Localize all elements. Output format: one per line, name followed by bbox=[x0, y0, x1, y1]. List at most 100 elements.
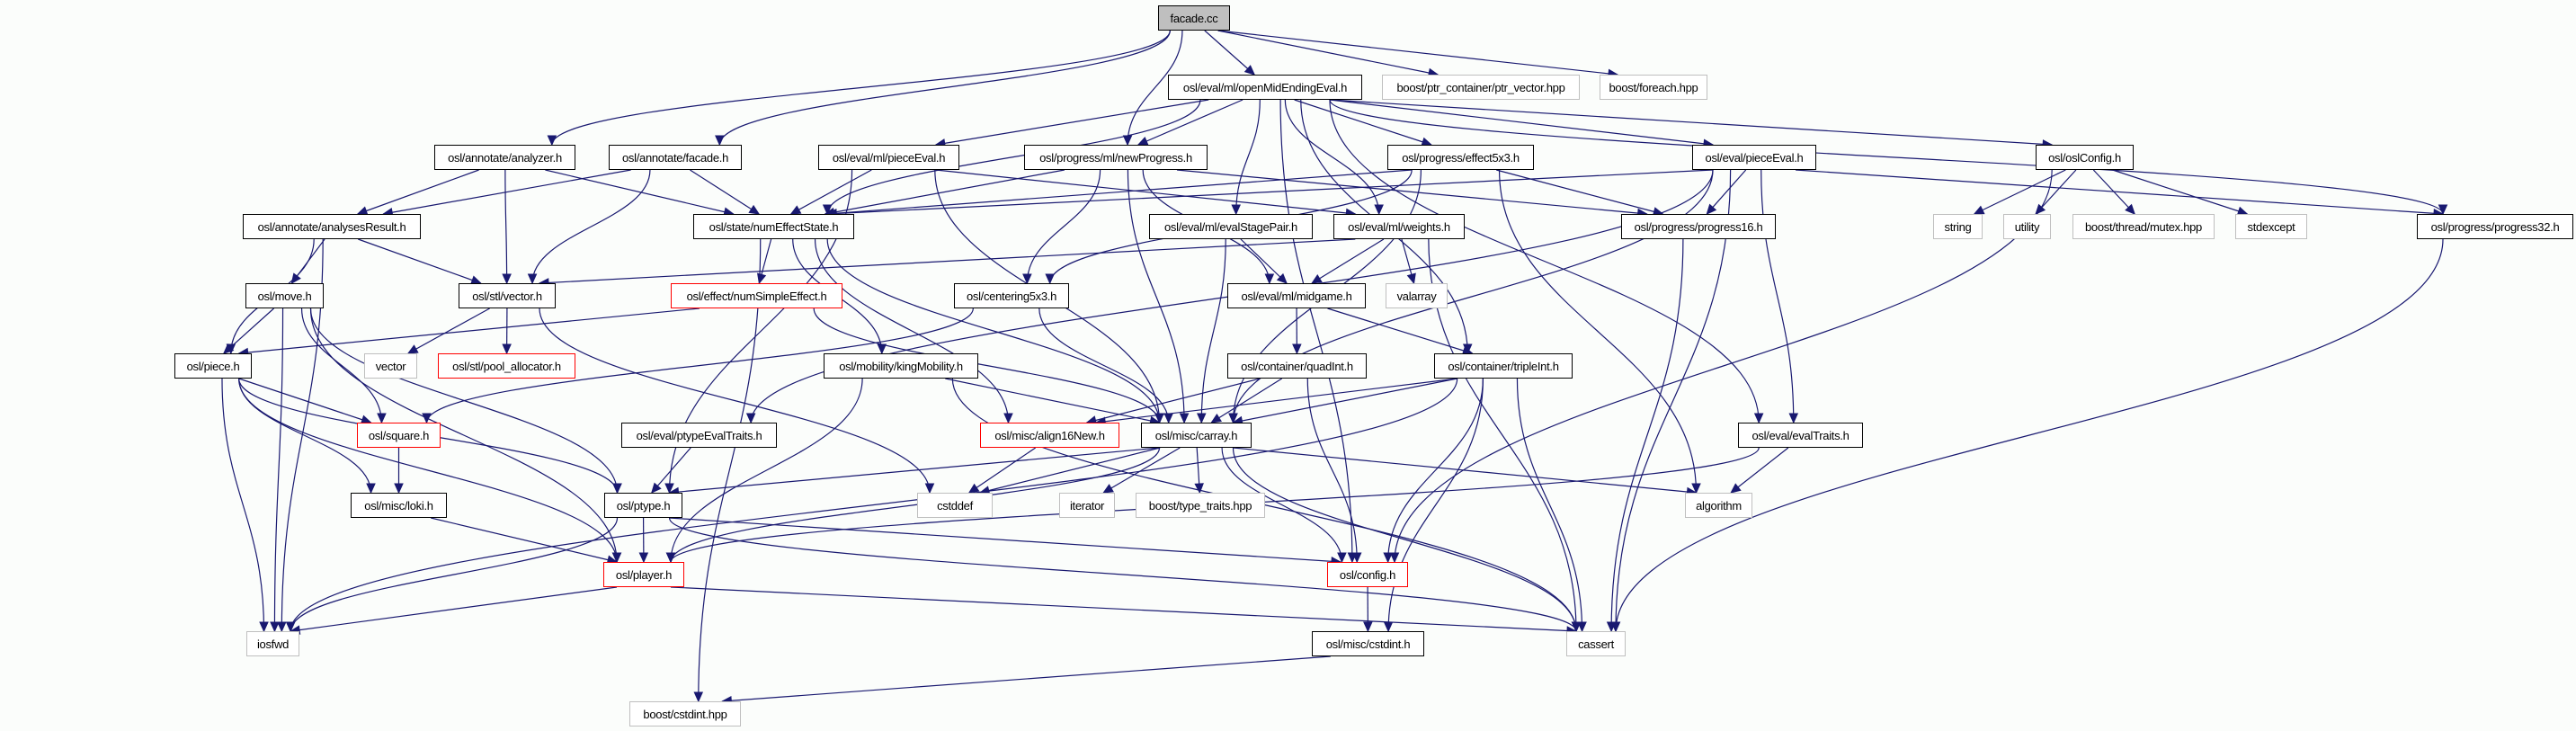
edge-pieceEval-to-progress16 bbox=[1706, 169, 1747, 215]
node-align16new[interactable]: osl/misc/align16New.h bbox=[980, 423, 1119, 448]
node-osl-config[interactable]: osl/oslConfig.h bbox=[2036, 145, 2134, 170]
node-centering5x3[interactable]: osl/centering5x3.h bbox=[954, 283, 1069, 308]
edge-newProgress-to-progress16 bbox=[1176, 169, 1647, 215]
arrowhead-facade_cc-to-analyzer bbox=[547, 135, 557, 147]
node-carray[interactable]: osl/misc/carray.h bbox=[1141, 423, 1252, 448]
edge-pieceEval-to-numEffectState bbox=[827, 169, 1714, 215]
edge-analysesResult-to-stlVector bbox=[358, 238, 481, 284]
edge-piece-to-square bbox=[238, 378, 371, 423]
edge-ptypeEvalTraits-to-ptype bbox=[651, 447, 691, 494]
edge-carray-to-algorithm bbox=[1233, 447, 1697, 494]
node-ptype-eval-traits[interactable]: osl/eval/ptypeEvalTraits.h bbox=[621, 423, 777, 448]
node-effect5x3[interactable]: osl/progress/effect5x3.h bbox=[1387, 145, 1534, 170]
edge-centering5x3-to-square bbox=[425, 308, 974, 423]
edge-carray-to-cassert bbox=[1232, 447, 1577, 632]
node-player[interactable]: osl/player.h bbox=[603, 562, 684, 587]
edge-centering5x3-to-carray bbox=[1038, 308, 1170, 423]
node-facade-cc[interactable]: facade.cc bbox=[1158, 5, 1230, 31]
edge-facade_cc-to-openMid bbox=[1204, 30, 1255, 76]
edge-quadInt-to-config bbox=[1306, 378, 1358, 563]
node-num-effect-state[interactable]: osl/state/numEffectState.h bbox=[693, 214, 854, 239]
arrowhead-pieceEval-to-evalTraits bbox=[1788, 413, 1799, 424]
arrowhead-numEffectState-to-boostCstdint bbox=[693, 691, 704, 703]
edge-afacade-to-analysesResult bbox=[383, 169, 631, 215]
node-move[interactable]: osl/move.h bbox=[245, 283, 324, 308]
node-analyses-result[interactable]: osl/annotate/analysesResult.h bbox=[243, 214, 421, 239]
edge-effect5x3-to-algorithm bbox=[1498, 169, 1698, 494]
arrowhead-oslConfig-to-string bbox=[1973, 205, 1985, 215]
edge-ptype-to-iosfwd bbox=[290, 517, 619, 632]
edge-afacade-to-numEffectState bbox=[690, 169, 760, 215]
node-analyzer[interactable]: osl/annotate/analyzer.h bbox=[434, 145, 575, 170]
edge-tripleInt-to-align16New bbox=[1096, 378, 1457, 423]
arrowhead-carray-to-iterator bbox=[1102, 484, 1114, 494]
arrowhead-evalTraits-to-player bbox=[665, 552, 676, 564]
node-progress32[interactable]: osl/progress/progress32.h bbox=[2417, 214, 2573, 239]
node-iosfwd: iosfwd bbox=[246, 631, 299, 656]
edge-openMid-to-pieceEval bbox=[1329, 99, 1714, 146]
edge-carray-to-cstddef bbox=[979, 447, 1161, 494]
edge-stlVector-to-vector bbox=[407, 308, 490, 354]
edge-pieceEval-to-carray bbox=[1232, 169, 1714, 423]
arrowhead-openMid-to-evalTraits bbox=[1753, 413, 1764, 424]
arrowhead-analysesResult-to-iosfwd bbox=[277, 621, 287, 633]
edge-openMid-to-evalTraits bbox=[1329, 99, 1760, 423]
edge-quadInt-to-carray bbox=[1210, 378, 1283, 423]
arrowhead-move-to-iosfwd bbox=[270, 621, 280, 633]
arrowhead-oslConfig-to-config bbox=[1389, 552, 1400, 564]
node-new-progress[interactable]: osl/progress/ml/newProgress.h bbox=[1024, 145, 1208, 170]
node-afacade[interactable]: osl/annotate/facade.h bbox=[609, 145, 742, 170]
node-triple-int[interactable]: osl/container/tripleInt.h bbox=[1434, 353, 1573, 379]
node-stl-vector[interactable]: osl/stl/vector.h bbox=[459, 283, 556, 308]
node-quad-int[interactable]: osl/container/quadInt.h bbox=[1227, 353, 1367, 379]
edge-oslConfig-to-string bbox=[1974, 169, 2066, 215]
edge-effect5x3-to-progress16 bbox=[1496, 169, 1663, 215]
arrowhead-weights-to-midgame bbox=[1311, 274, 1323, 284]
node-loki[interactable]: osl/misc/loki.h bbox=[351, 493, 447, 518]
node-pool-allocator[interactable]: osl/stl/pool_allocator.h bbox=[438, 353, 575, 379]
arrowhead-stlVector-to-cstddef bbox=[924, 483, 935, 495]
node-midgame[interactable]: osl/eval/ml/midgame.h bbox=[1227, 283, 1366, 308]
edge-openMid-to-progress32 bbox=[1329, 99, 2444, 215]
edge-pieceEval-to-progress32 bbox=[1795, 169, 2444, 215]
node-ptype[interactable]: osl/ptype.h bbox=[604, 493, 682, 518]
node-eval-stage-pair[interactable]: osl/eval/ml/evalStagePair.h bbox=[1149, 214, 1313, 239]
arrowhead-numEffectState-to-kingMobility bbox=[877, 343, 887, 355]
edge-facade_cc-to-ptr_vector bbox=[1217, 30, 1439, 76]
arrowhead-afacade-to-numEffectState bbox=[748, 204, 761, 215]
node-piece-eval[interactable]: osl/eval/pieceEval.h bbox=[1692, 145, 1816, 170]
edge-loki-to-player bbox=[431, 517, 618, 563]
node-weights[interactable]: osl/eval/ml/weights.h bbox=[1333, 214, 1465, 239]
edge-numSimpleEffect-to-piece bbox=[238, 308, 700, 354]
node-king-mobility[interactable]: osl/mobility/kingMobility.h bbox=[824, 353, 978, 379]
node-open-mid[interactable]: osl/eval/ml/openMidEndingEval.h bbox=[1168, 75, 1362, 100]
arrowhead-openMid-to-numEffectState bbox=[822, 204, 833, 216]
arrowhead-weights-to-valarray bbox=[1406, 272, 1416, 285]
edge-openMid-to-effect5x3 bbox=[1294, 99, 1432, 146]
arrowhead-newProgress-to-midgame bbox=[1264, 273, 1275, 285]
arrowhead-openMid-to-evalStagePair bbox=[1231, 204, 1241, 216]
node-ml-piece-eval[interactable]: osl/eval/ml/pieceEval.h bbox=[818, 145, 959, 170]
arrowhead-move-to-piece bbox=[223, 343, 235, 354]
node-progress16[interactable]: osl/progress/progress16.h bbox=[1621, 214, 1776, 239]
arrowhead-newProgress-to-carray bbox=[1179, 413, 1190, 424]
node-boost-cstdint: boost/cstdint.hpp bbox=[629, 701, 741, 727]
edge-pieceEval-to-evalTraits bbox=[1760, 169, 1795, 423]
node-piece[interactable]: osl/piece.h bbox=[174, 353, 252, 379]
node-num-simple-effect[interactable]: osl/effect/numSimpleEffect.h bbox=[671, 283, 842, 308]
arrowhead-piece-to-ptype bbox=[612, 483, 622, 495]
arrowhead-numSimpleEffect-to-carray bbox=[1154, 413, 1164, 424]
node-config[interactable]: osl/config.h bbox=[1327, 562, 1408, 587]
arrowhead-tripleInt-to-cassert bbox=[1577, 621, 1587, 633]
node-vector: vector bbox=[364, 353, 417, 379]
node-misc-cstdint[interactable]: osl/misc/cstdint.h bbox=[1312, 631, 1424, 656]
arrowhead-pieceEval-to-carray bbox=[1228, 413, 1238, 424]
edge-carray-to-iterator bbox=[1102, 447, 1181, 494]
arrowhead-ptypeEvalTraits-to-ptype bbox=[651, 482, 662, 494]
node-square[interactable]: osl/square.h bbox=[357, 423, 441, 448]
edge-progress16-to-cassert bbox=[1610, 238, 1684, 632]
edge-tripleInt-to-config bbox=[1387, 378, 1484, 563]
arrowhead-openMid-to-progress32 bbox=[2438, 204, 2448, 216]
node-eval-traits[interactable]: osl/eval/evalTraits.h bbox=[1738, 423, 1863, 448]
